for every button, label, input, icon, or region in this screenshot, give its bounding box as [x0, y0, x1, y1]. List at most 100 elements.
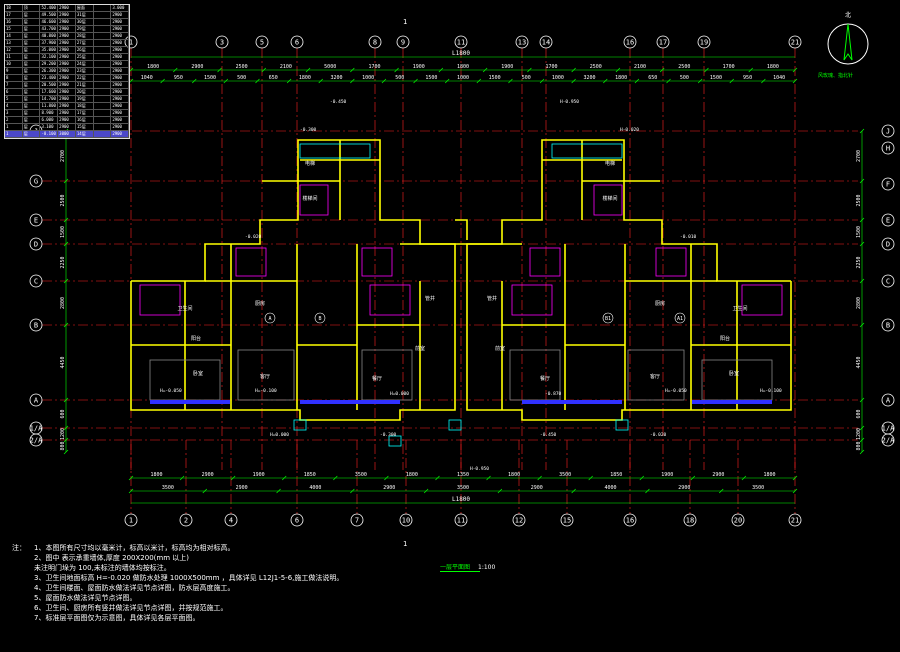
axis-bubble-top: [368, 35, 382, 49]
legend-cell: 17层: [76, 110, 94, 116]
dim-tick: [537, 475, 542, 481]
dim-tick: [792, 78, 798, 84]
dim-tick: [497, 488, 503, 494]
axis-bubble-top: [290, 35, 304, 49]
wall-right-wing: [466, 139, 792, 421]
axis-bubble-left-label: C: [34, 278, 38, 286]
axis-bubble-left-label: 1/A: [30, 425, 43, 433]
axis-bubble-top-label: 19: [700, 39, 708, 47]
axis-bubble-top: [396, 35, 410, 49]
legend-cell: 层: [23, 26, 41, 32]
axis-bubble-top-label: 1: [129, 39, 133, 47]
dim-text: 650: [648, 75, 657, 81]
axis-bubble-left: [29, 237, 43, 251]
dim-text: 2800: [856, 297, 862, 309]
legend-cell: 15: [5, 26, 23, 32]
legend-cell: 层: [23, 124, 41, 130]
axis-bubble-top-label: 9: [401, 39, 405, 47]
bathroom-fixture: [369, 284, 411, 316]
dim-text: 3200: [583, 75, 595, 81]
room-label: 餐厅: [372, 375, 382, 382]
wall-left-wing: [130, 139, 456, 421]
legend-cell: [94, 117, 112, 123]
axis-bubble-bottom-label: 4: [229, 517, 233, 525]
axis-bubble-bottom: [399, 513, 413, 527]
dim-tick: [690, 475, 696, 481]
axis-bubble-right-label: J: [886, 128, 890, 136]
room-label: 卫生间: [732, 305, 747, 312]
north-note: 风玫瑰、指北针: [818, 73, 854, 79]
legend-cell: 2900: [58, 89, 76, 95]
dim-tick: [350, 488, 355, 494]
legend-cell: 20.500: [40, 82, 59, 88]
room-label: 楼梯间: [602, 195, 617, 202]
legend-cell: 2900: [111, 131, 130, 137]
legend-cell: 8.900: [40, 110, 59, 116]
axis-bubble-top: [656, 35, 670, 49]
dim-text: 2900: [202, 472, 214, 478]
dim-tick: [413, 78, 418, 84]
dim-text: 1000: [362, 75, 374, 81]
dim-tick: [615, 67, 621, 73]
bathroom-fixture: [235, 247, 267, 277]
axis-bubble-left: [29, 393, 43, 407]
legend-cell: 11.800: [40, 103, 59, 109]
dim-text: 1900: [501, 64, 513, 70]
bathroom-fixture: [511, 284, 553, 316]
dim-text: 600: [856, 409, 862, 418]
axis-bubble-bottom-label: 11: [457, 517, 465, 525]
dim-text: 2900: [712, 472, 724, 478]
axis-bubble-right-label: C: [886, 278, 890, 286]
legend-cell: [94, 47, 112, 53]
legend-cell: 层: [23, 82, 41, 88]
axis-bubble-top-label: 16: [626, 39, 634, 47]
note-item: 2、图中 表示承重墙体,厚度 200X200(mm 以上): [34, 554, 189, 562]
legend-cell: 2900: [111, 19, 130, 25]
legend-cell: 12: [5, 47, 23, 53]
legend-cell: 28层: [76, 33, 94, 39]
room-label: 管井: [487, 295, 497, 302]
legend-cell: 2900: [111, 12, 130, 18]
axis-bubble-right-label: A: [886, 397, 891, 405]
legend-cell: 2900: [58, 117, 76, 123]
legend-cell: [94, 89, 112, 95]
dim-text: 2700: [60, 150, 66, 162]
total-dim-top: L1800: [452, 50, 470, 57]
legend-cell: 13: [5, 40, 23, 46]
dim-tick: [128, 488, 134, 494]
dim-tick: [659, 67, 665, 73]
dim-tick: [318, 78, 323, 84]
axis-bubble-left-label: G: [34, 178, 38, 186]
dim-text: 3500: [559, 472, 571, 478]
axis-bubble-top: [255, 35, 269, 49]
stair-core: [593, 184, 623, 216]
legend-cell: 2900: [58, 75, 76, 81]
axis-bubble-bottom-label: 7: [355, 517, 359, 525]
room-label: 电梯: [605, 160, 615, 167]
legend-cell: 9: [5, 68, 23, 74]
dim-tick: [63, 278, 69, 284]
total-dim-bottom: L1800: [452, 496, 470, 503]
legend-cell: 1: [5, 124, 23, 130]
dim-tick: [571, 67, 576, 73]
dim-tick: [539, 78, 545, 84]
dim-text: 1500: [204, 75, 216, 81]
note-item: 7、标准层平面图仅为示意图，具体详见各层平面图。: [34, 614, 200, 622]
dim-text: 3500: [457, 485, 469, 491]
dim-tick: [859, 322, 865, 328]
axis-bubble-top-label: 13: [518, 39, 526, 47]
dim-text: 4450: [856, 356, 862, 368]
axis-bubble-top: [215, 35, 229, 49]
dim-tick: [63, 217, 69, 223]
room-label: 厨房: [255, 300, 265, 307]
legend-cell: 2900: [111, 75, 130, 81]
dim-text: 950: [174, 75, 183, 81]
dim-tick: [350, 67, 355, 73]
legend-cell: 2900: [58, 68, 76, 74]
dim-text: 3500: [355, 472, 367, 478]
axis-bubble-top-label: 8: [373, 39, 377, 47]
window-band: [300, 400, 400, 404]
